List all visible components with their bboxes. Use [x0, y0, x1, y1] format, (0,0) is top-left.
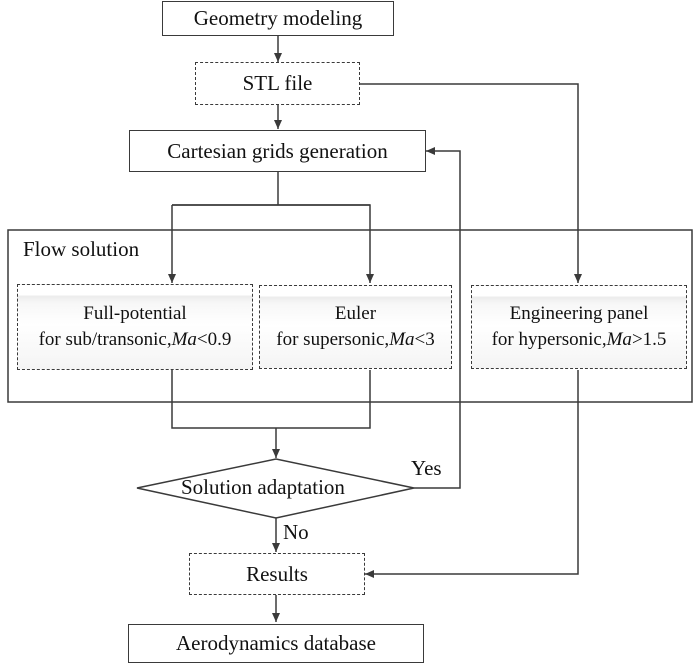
euler-line2: for supersonic,Ma<3 — [276, 329, 435, 350]
edge-split-euler — [172, 204, 374, 283]
engineering-line1: Engineering panel — [509, 303, 649, 324]
flow-solution-title: Flow solution — [23, 237, 140, 261]
engineering-line2: for hypersonic,Ma>1.5 — [491, 329, 667, 350]
results-node: Results — [189, 553, 365, 595]
geometry-modeling-node: Geometry modeling — [162, 1, 394, 36]
decision-label: Solution adaptation — [181, 475, 345, 499]
engineering-panel-node: Engineering panel for hypersonic,Ma>1.5 — [471, 285, 687, 369]
edge-engineering-results — [365, 370, 579, 578]
aerodynamics-database-node: Aerodynamics database — [128, 624, 424, 663]
flow-solution-container — [7, 229, 693, 403]
geometry-modeling-label: Geometry modeling — [193, 6, 363, 30]
full-potential-line2: for sub/transonic,Ma<0.9 — [38, 329, 232, 350]
euler-node: Euler for supersonic,Ma<3 — [259, 285, 452, 369]
full-potential-node: Full-potential for sub/transonic,Ma<0.9 — [17, 284, 253, 370]
edge-yes-feedback — [414, 147, 461, 489]
cartesian-grids-label: Cartesian grids generation — [167, 138, 388, 163]
edge-fullpotential-merge — [171, 370, 371, 429]
aerodynamics-database-label: Aerodynamics database — [175, 631, 376, 655]
stl-file-label: STL file — [242, 71, 313, 95]
euler-line1: Euler — [334, 303, 377, 324]
edge-stl-engineering — [360, 83, 582, 283]
full-potential-line1: Full-potential — [83, 303, 187, 324]
no-label: No — [283, 520, 309, 544]
yes-label: Yes — [411, 456, 442, 480]
stl-file-node: STL file — [195, 62, 360, 105]
results-label: Results — [246, 561, 308, 586]
cartesian-grids-node: Cartesian grids generation — [129, 130, 426, 172]
decision-diamond — [136, 458, 415, 519]
